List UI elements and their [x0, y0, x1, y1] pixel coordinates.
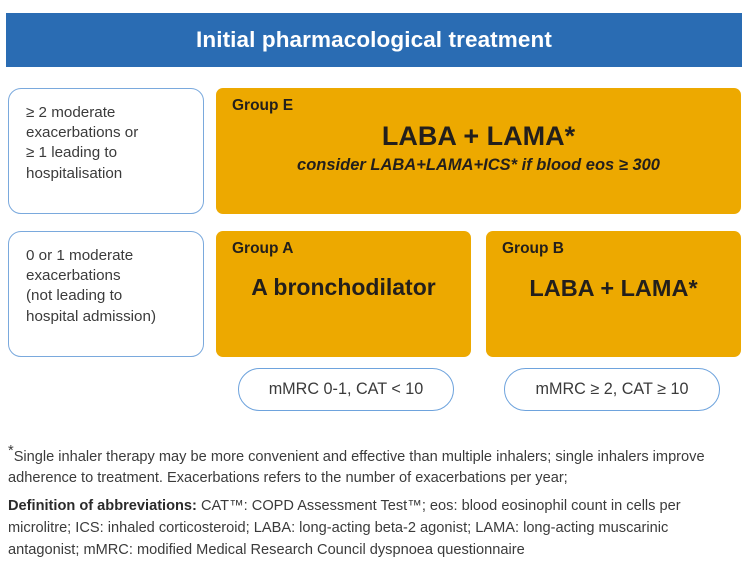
symptom-pill-high-label: mMRC ≥ 2, CAT ≥ 10 [535, 380, 689, 398]
group-e-treatment: LABA + LAMA* [381, 121, 576, 151]
group-e-consider-note: consider LABA+LAMA+ICS* if blood eos ≥ 3… [297, 156, 660, 174]
criteria-line: hospitalisation [26, 164, 123, 182]
group-label-e: Group E [232, 97, 294, 114]
footnote: *Single inhaler therapy may be more conv… [8, 444, 740, 489]
criteria-line: exacerbations [26, 267, 121, 285]
abbreviations-text: CAT™: COPD Assessment Test™; eos: blood … [8, 498, 681, 558]
group-a-treatment: A bronchodilator [251, 274, 436, 300]
criteria-box-high-exacerbations: ≥ 2 moderate exacerbations or ≥ 1 leadin… [8, 88, 204, 214]
criteria-line: exacerbations or [26, 124, 139, 142]
group-box-b: Group B LABA + LAMA* [486, 231, 741, 357]
header-bar: Initial pharmacological treatment [6, 13, 742, 67]
criteria-box-low-exacerbations: 0 or 1 moderate exacerbations (not leadi… [8, 231, 204, 357]
group-box-a: Group A A bronchodilator [216, 231, 471, 357]
footnote-text: Single inhaler therapy may be more conve… [8, 449, 705, 487]
group-box-e: Group E LABA + LAMA* consider LABA+LAMA+… [216, 88, 741, 214]
group-label-b: Group B [502, 240, 564, 257]
symptom-pill-low-label: mMRC 0-1, CAT < 10 [268, 380, 424, 398]
symptom-pill-high: mMRC ≥ 2, CAT ≥ 10 [504, 368, 720, 411]
criteria-line: ≥ 1 leading to [26, 144, 118, 162]
criteria-line: 0 or 1 moderate [26, 247, 134, 264]
abbreviations-title: Definition of abbreviations: [8, 498, 197, 514]
footnote-marker: * [8, 443, 14, 460]
abbreviations-block: Definition of abbreviations: CAT™: COPD … [8, 496, 742, 562]
group-label-a: Group A [232, 240, 294, 257]
page-title: Initial pharmacological treatment [196, 26, 552, 52]
criteria-line: ≥ 2 moderate [26, 104, 116, 121]
group-b-treatment: LABA + LAMA* [529, 275, 698, 301]
symptom-pill-low: mMRC 0-1, CAT < 10 [238, 368, 454, 411]
criteria-line: hospital admission) [26, 307, 156, 325]
criteria-line: (not leading to [26, 287, 123, 305]
